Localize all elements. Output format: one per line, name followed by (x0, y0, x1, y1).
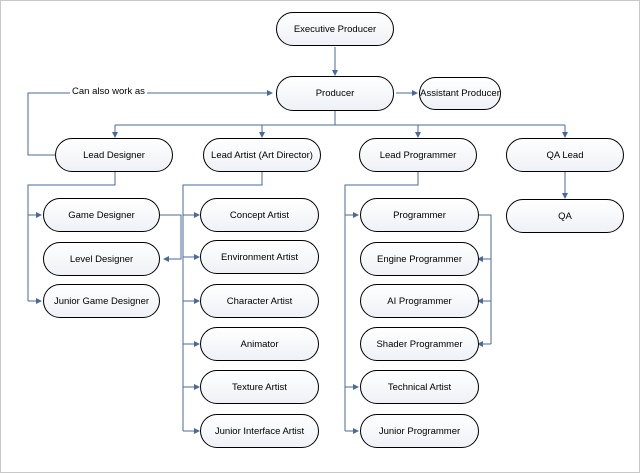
node-programmer: Programmer (360, 198, 479, 232)
node-executive-producer: Executive Producer (276, 12, 394, 46)
node-qa-lead: QA Lead (506, 138, 624, 172)
node-producer: Producer (276, 76, 394, 111)
node-assistant-producer: Assistant Producer (419, 77, 501, 110)
node-character-artist: Character Artist (200, 284, 319, 318)
node-shader-programmer: Shader Programmer (360, 327, 479, 361)
node-technical-artist: Technical Artist (360, 370, 479, 404)
connector-producer-bus (115, 111, 565, 126)
node-junior-game-designer: Junior Game Designer (43, 284, 160, 318)
node-engine-programmer: Engine Programmer (360, 242, 479, 276)
node-game-designer: Game Designer (43, 198, 160, 232)
node-level-designer: Level Designer (43, 242, 160, 276)
node-lead-designer: Lead Designer (55, 138, 173, 172)
connector-programmer-trunk (344, 172, 419, 431)
connector-game-to-level (159, 214, 182, 262)
node-junior-interface-artist: Junior Interface Artist (200, 414, 319, 448)
node-lead-artist: Lead Artist (Art Director) (203, 138, 321, 172)
connector-programmer-specialists (479, 214, 492, 344)
can-also-work-as-label: Can also work as (70, 86, 147, 97)
connector-artist-trunk (182, 172, 263, 431)
node-concept-artist: Concept Artist (200, 198, 319, 232)
node-lead-programmer: Lead Programmer (359, 138, 477, 172)
connector-designer-trunk (27, 172, 116, 301)
node-qa: QA (506, 199, 624, 233)
node-animator: Animator (200, 327, 319, 361)
connector-can-also-work-as (27, 90, 273, 156)
node-environment-artist: Environment Artist (200, 240, 319, 274)
node-texture-artist: Texture Artist (200, 370, 319, 404)
node-junior-programmer: Junior Programmer (360, 414, 479, 448)
node-ai-programmer: AI Programmer (360, 284, 479, 318)
